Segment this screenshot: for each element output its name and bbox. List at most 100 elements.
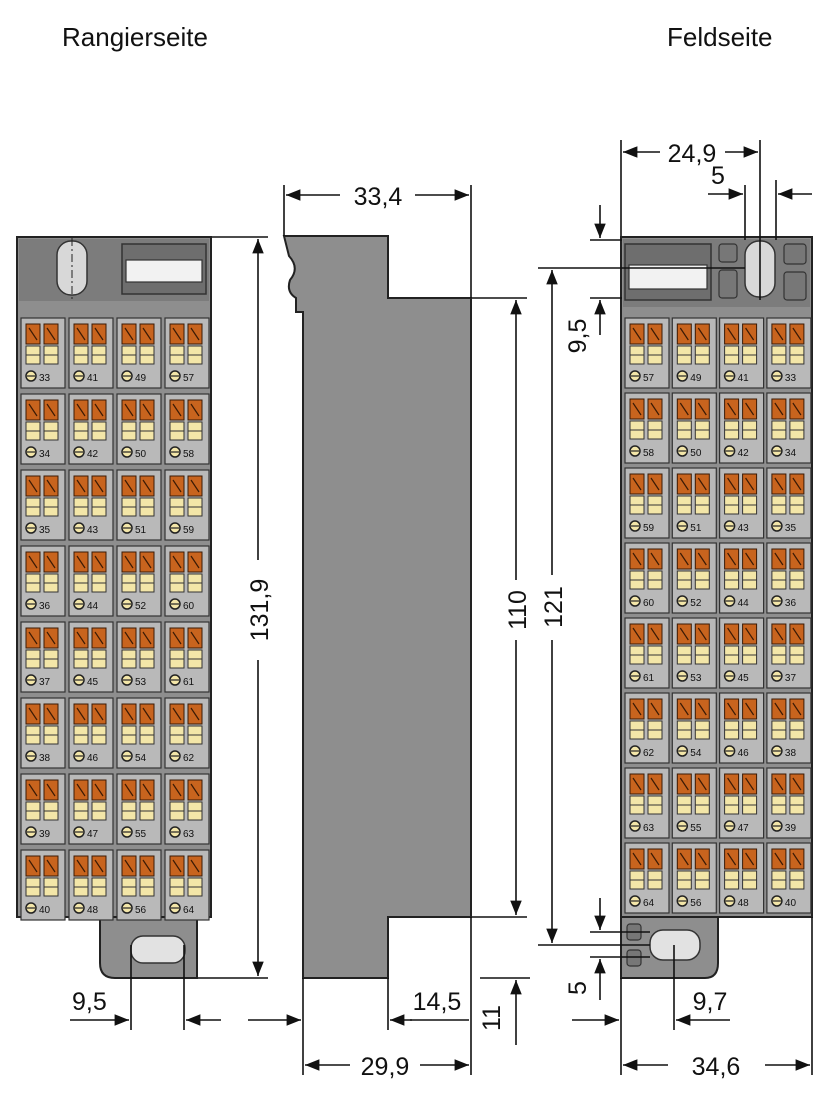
terminal-block: 44 xyxy=(718,542,765,614)
terminal-block: 62 xyxy=(164,697,210,769)
left-terminal-grid: 3334353637383940414243444546474849505152… xyxy=(20,317,210,921)
terminal-block: 55 xyxy=(116,773,162,845)
dimension-lines xyxy=(70,140,813,1075)
terminal-block: 39 xyxy=(766,767,812,839)
terminal-number: 36 xyxy=(785,598,797,609)
terminal-number: 56 xyxy=(690,898,702,909)
terminal-block: 46 xyxy=(718,692,765,764)
terminal-number: 60 xyxy=(643,598,655,609)
left-latch-slot xyxy=(125,259,203,283)
terminal-block: 43 xyxy=(68,469,114,541)
terminal-number: 45 xyxy=(87,677,99,688)
terminal-block: 64 xyxy=(164,849,210,921)
terminal-number: 50 xyxy=(690,448,702,459)
terminal-block: 34 xyxy=(20,393,66,465)
right-mounting-hole-bottom xyxy=(649,929,701,961)
terminal-block: 47 xyxy=(718,767,765,839)
terminal-block: 52 xyxy=(671,542,717,614)
terminal-number: 58 xyxy=(183,449,195,460)
terminal-number: 58 xyxy=(643,448,655,459)
terminal-block: 62 xyxy=(624,692,670,764)
dim-left-height: 131,9 xyxy=(246,579,274,642)
terminal-number: 57 xyxy=(183,373,195,384)
terminal-number: 59 xyxy=(183,525,195,536)
terminal-block: 47 xyxy=(68,773,114,845)
dim-right-top-offset: 9,5 xyxy=(564,319,592,354)
terminal-number: 57 xyxy=(643,373,655,384)
dim-side-top-width: 33,4 xyxy=(354,183,403,211)
terminal-number: 37 xyxy=(785,673,797,684)
terminal-number: 62 xyxy=(183,753,195,764)
terminal-number: 44 xyxy=(87,601,99,612)
terminal-block: 46 xyxy=(68,697,114,769)
terminal-block: 57 xyxy=(624,317,670,389)
front-view-rangierseite: 3334353637383940414243444546474849505152… xyxy=(16,236,212,979)
terminal-number: 33 xyxy=(785,373,797,384)
dim-side-bottom-step: 14,5 xyxy=(413,988,462,1016)
terminal-number: 49 xyxy=(135,373,147,384)
terminal-block: 45 xyxy=(68,621,114,693)
terminal-number: 54 xyxy=(690,748,702,759)
terminal-number: 41 xyxy=(738,373,750,384)
terminal-number: 52 xyxy=(135,601,147,612)
terminal-block: 44 xyxy=(68,545,114,617)
terminal-block: 61 xyxy=(624,617,670,689)
terminal-number: 44 xyxy=(738,598,750,609)
terminal-number: 61 xyxy=(183,677,195,688)
terminal-block: 53 xyxy=(671,617,717,689)
terminal-block: 35 xyxy=(20,469,66,541)
terminal-number: 46 xyxy=(738,748,750,759)
dim-right-top-small: 5 xyxy=(711,162,725,190)
terminal-number: 55 xyxy=(690,823,702,834)
dim-right-bottom-offset: 9,7 xyxy=(693,988,728,1016)
terminal-block: 37 xyxy=(20,621,66,693)
terminal-number: 43 xyxy=(87,525,99,536)
terminal-block: 42 xyxy=(68,393,114,465)
terminal-block: 42 xyxy=(718,392,765,464)
terminal-number: 40 xyxy=(785,898,797,909)
terminal-block: 33 xyxy=(766,317,812,389)
terminal-number: 37 xyxy=(39,677,51,688)
terminal-number: 46 xyxy=(87,753,99,764)
side-view xyxy=(282,235,472,979)
terminal-number: 35 xyxy=(39,525,51,536)
terminal-number: 61 xyxy=(643,673,655,684)
terminal-number: 39 xyxy=(39,829,51,840)
terminal-block: 35 xyxy=(766,467,812,539)
terminal-number: 53 xyxy=(690,673,702,684)
terminal-number: 49 xyxy=(690,373,702,384)
terminal-number: 39 xyxy=(785,823,797,834)
terminal-block: 56 xyxy=(671,842,717,914)
terminal-block: 51 xyxy=(671,467,717,539)
terminal-block: 39 xyxy=(20,773,66,845)
terminal-block: 55 xyxy=(671,767,717,839)
terminal-number: 48 xyxy=(738,898,750,909)
dim-right-top-width: 24,9 xyxy=(668,140,717,168)
terminal-block: 34 xyxy=(766,392,812,464)
terminal-block: 56 xyxy=(116,849,162,921)
terminal-number: 62 xyxy=(643,748,655,759)
terminal-block: 43 xyxy=(718,467,765,539)
terminal-number: 47 xyxy=(738,823,750,834)
terminal-number: 38 xyxy=(785,748,797,759)
terminal-block: 37 xyxy=(766,617,812,689)
terminal-number: 50 xyxy=(135,449,147,460)
dim-side-bottom-width: 29,9 xyxy=(361,1053,410,1081)
terminal-number: 53 xyxy=(135,677,147,688)
terminal-block: 60 xyxy=(164,545,210,617)
terminal-number: 52 xyxy=(690,598,702,609)
dim-right-height: 121 xyxy=(540,586,568,628)
terminal-block: 45 xyxy=(718,617,765,689)
terminal-block: 61 xyxy=(164,621,210,693)
left-mounting-hole-bottom xyxy=(130,935,186,964)
title-feldseite: Feldseite xyxy=(667,22,773,52)
title-rangierseite: Rangierseite xyxy=(62,22,208,52)
dim-right-bottom-small: 5 xyxy=(564,981,592,995)
terminal-block: 53 xyxy=(116,621,162,693)
terminal-block: 36 xyxy=(766,542,812,614)
terminal-number: 59 xyxy=(643,523,655,534)
terminal-number: 63 xyxy=(183,829,195,840)
terminal-number: 45 xyxy=(738,673,750,684)
terminal-number: 60 xyxy=(183,601,195,612)
